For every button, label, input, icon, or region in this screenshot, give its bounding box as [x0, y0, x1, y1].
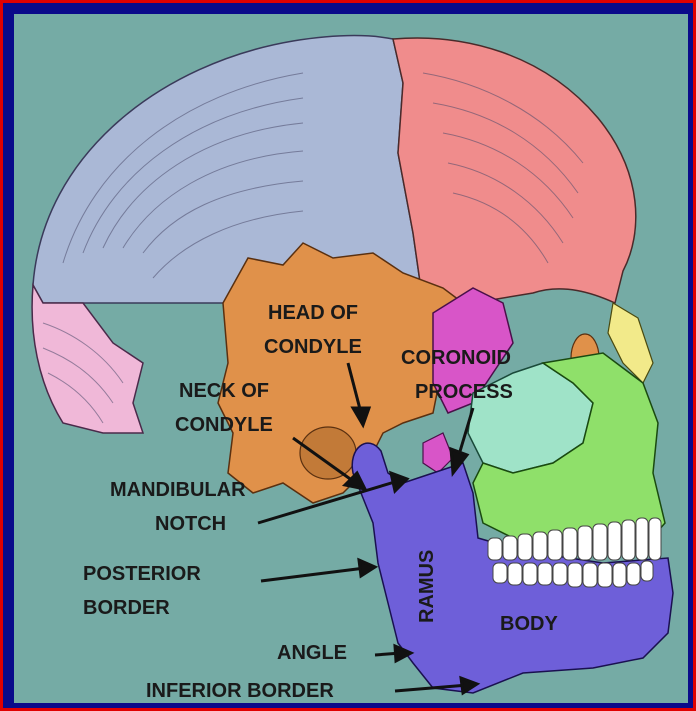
diagram-panel: HEAD OF CONDYLE CORONOID PROCESS NECK OF… — [14, 14, 688, 703]
skull-diagram: HEAD OF CONDYLE CORONOID PROCESS NECK OF… — [14, 14, 688, 703]
inferior-border-label: INFERIOR BORDER — [146, 680, 334, 702]
angle-label: ANGLE — [277, 642, 347, 664]
head-of-condyle-label-line1: HEAD OF — [268, 302, 358, 324]
mastoid-process — [300, 427, 356, 479]
coronoid-process-label-line2: PROCESS — [415, 381, 513, 403]
body-label: BODY — [500, 613, 558, 635]
posterior-border-label-line1: POSTERIOR — [83, 563, 201, 585]
mandibular-notch-label-line2: NOTCH — [155, 513, 226, 535]
head-of-condyle-label-line2: CONDYLE — [264, 336, 362, 358]
coronoid-process-label-line1: CORONOID — [401, 347, 511, 369]
sphenoid-lower — [423, 433, 453, 473]
posterior-border-label-line2: BORDER — [83, 597, 170, 619]
ramus-label: RAMUS — [416, 550, 438, 623]
frontal-bone — [393, 38, 636, 313]
mandibular-notch-label-line1: MANDIBULAR — [110, 479, 246, 501]
neck-of-condyle-label-line1: NECK OF — [179, 380, 269, 402]
neck-of-condyle-label-line2: CONDYLE — [175, 414, 273, 436]
occipital-bone — [32, 285, 143, 433]
